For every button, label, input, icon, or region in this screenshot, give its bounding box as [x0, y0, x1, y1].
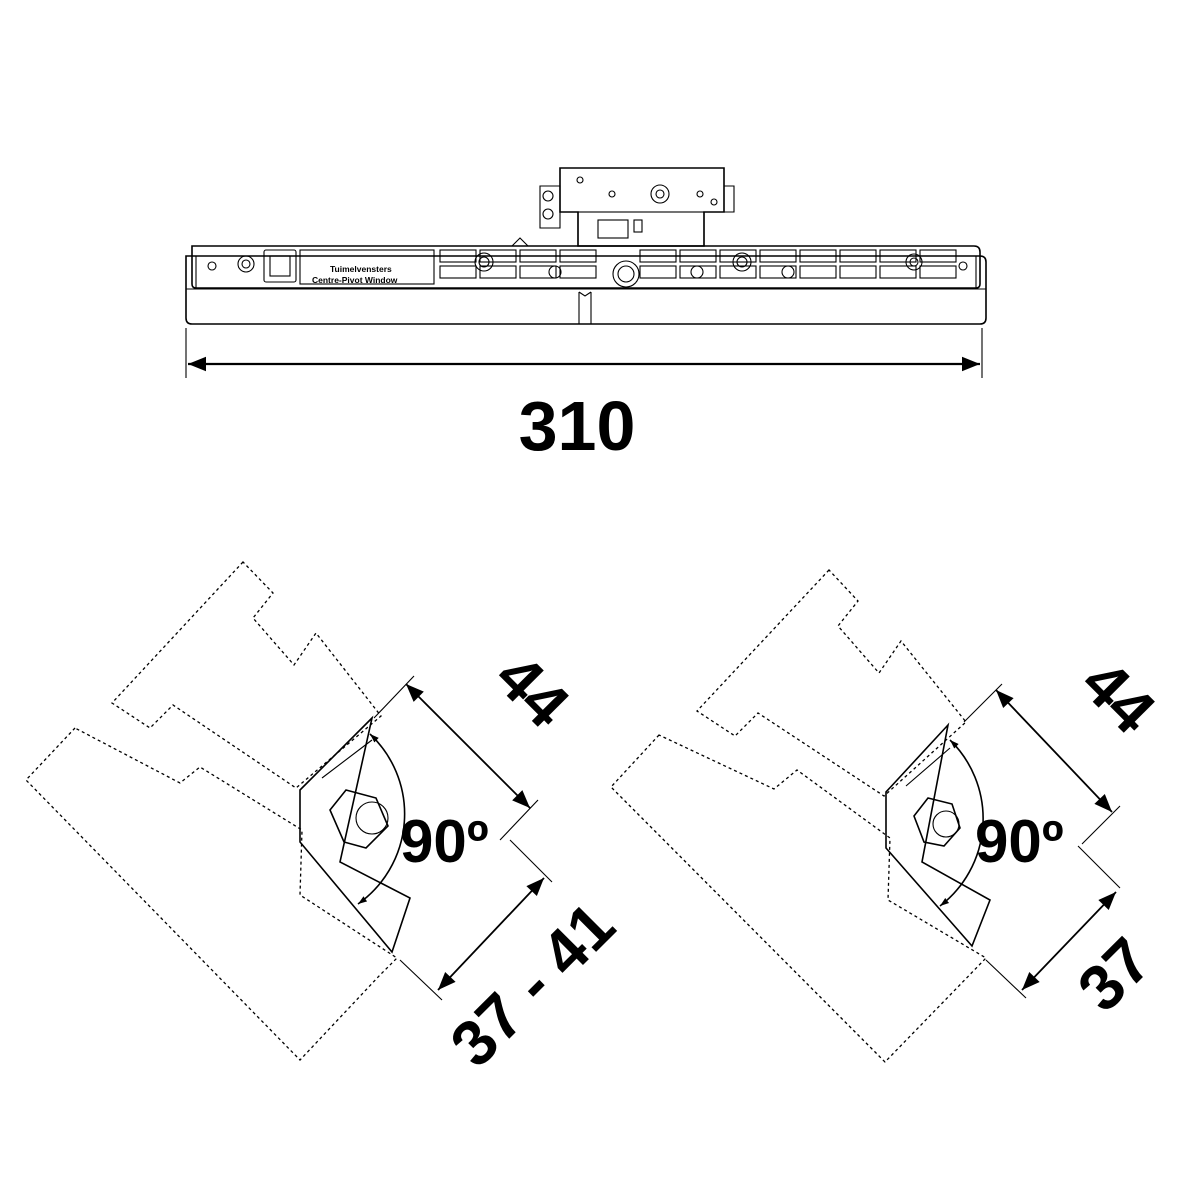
section-left: 90º 44 37 - 41: [25, 561, 629, 1081]
angle-label: 90º: [400, 808, 489, 875]
frame-profile-outline: [111, 561, 382, 789]
plate-top-face: Tuimelvensters Centre-Pivot Window: [191, 237, 981, 289]
screw-hole: [905, 253, 923, 271]
pivot-bearing: [299, 715, 411, 954]
rebate-dimension: 37 - 41: [399, 839, 629, 1081]
screw-hole: [474, 252, 494, 272]
sash-profile-outline: [25, 727, 399, 1061]
angle-label: 90º: [975, 808, 1064, 875]
sash-profile-outline: [610, 734, 988, 1063]
plate-label-line2: Centre-Pivot Window: [312, 275, 398, 285]
pivot-mechanism: [539, 167, 735, 247]
screw-hole: [548, 265, 562, 279]
pivot-pin: [650, 184, 670, 204]
section-right: 90º 44 37: [610, 569, 1170, 1063]
rebate-dimension-label: 37 - 41: [437, 889, 629, 1081]
slot-grid: [439, 249, 957, 279]
depth-dimension-label: 44: [1068, 646, 1170, 748]
width-dimension: 310: [185, 328, 983, 465]
base-rail: [185, 255, 987, 325]
angle-indicator: 90º: [939, 739, 1064, 907]
rebate-dimension-label: 37: [1064, 924, 1165, 1025]
depth-dimension-label: 44: [482, 640, 584, 742]
width-dimension-label: 310: [519, 387, 636, 465]
screw-hole: [690, 265, 704, 279]
plate-label-line1: Tuimelvensters: [330, 264, 392, 274]
pivot-hole: [612, 260, 640, 288]
screw-hole: [958, 261, 968, 271]
plate-label-box: [299, 249, 435, 285]
frame-profile-outline: [695, 569, 967, 797]
screw-hole: [781, 265, 795, 279]
screw-hole: [237, 255, 255, 273]
screw-hole: [732, 252, 752, 272]
screw-hole: [207, 261, 217, 271]
angle-indicator: 90º: [357, 733, 489, 905]
pivot-plate-drawing: Tuimelvensters Centre-Pivot Window: [185, 167, 987, 465]
